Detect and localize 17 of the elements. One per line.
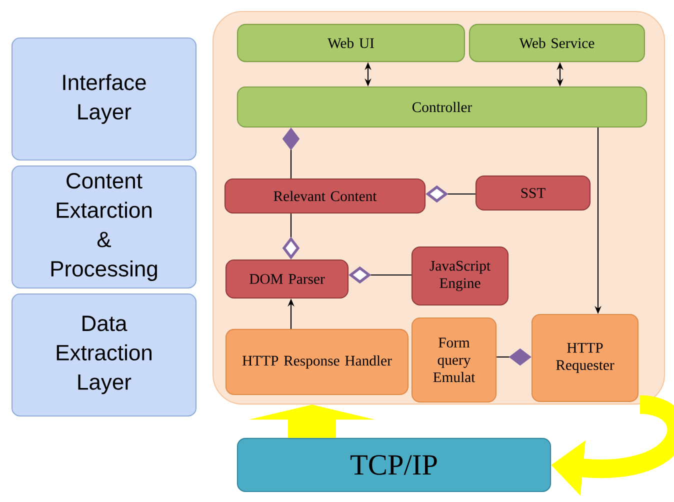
component-box: Web UI: [237, 24, 465, 62]
component-box: Relevant Content: [224, 178, 426, 214]
association-line: [282, 128, 300, 178]
component-box: Form query Emulat: [411, 317, 497, 403]
component-box: HTTP Response Handler: [225, 328, 409, 396]
layer-box: Content Extarction & Processing: [11, 165, 197, 289]
component-box: SST: [475, 175, 591, 211]
layer-box: Interface Layer: [11, 37, 197, 161]
component-box: HTTP Requester: [531, 314, 639, 402]
component-box: Web Service: [469, 24, 645, 62]
component-box: Controller: [236, 86, 648, 128]
association-line: [496, 348, 532, 366]
protocol-box: TCP/IP: [236, 438, 552, 492]
component-box: DOM Parser: [225, 259, 349, 299]
flow-arrow: [249, 404, 375, 438]
layer-box: Data Extraction Layer: [11, 293, 197, 417]
component-box: JavaScript Engine: [411, 246, 509, 306]
